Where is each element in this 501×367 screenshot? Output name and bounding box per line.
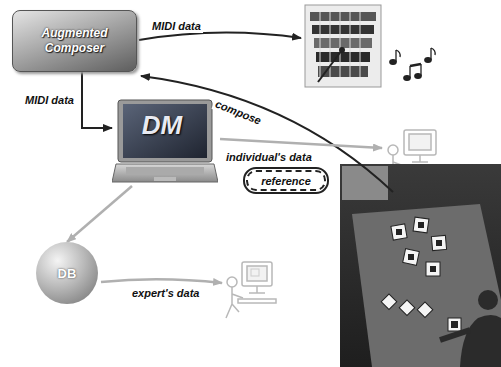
node-text: reference (261, 175, 311, 187)
node-text: Augmented Composer (30, 26, 120, 56)
connector-arrow (67, 186, 132, 242)
connector-label: MIDI data (23, 94, 76, 107)
laptop-node: DM (112, 98, 218, 188)
composer-box: Augmented Composer (12, 10, 137, 72)
instrument-picture (305, 5, 381, 87)
reference-tag: reference (246, 170, 326, 191)
node-text: DM (142, 110, 182, 141)
arrow-label: individual's data (224, 151, 314, 164)
music-notes (390, 48, 435, 80)
midi-arrow (139, 32, 301, 40)
tabletop-photo (340, 164, 501, 367)
connector-arrow (82, 72, 112, 128)
arrow-label: expert's data (130, 287, 201, 300)
arrow-label: compose (211, 97, 264, 129)
expert-data-arrow (101, 279, 222, 283)
arrow-label: MIDI data (150, 20, 203, 33)
database-sphere: DB (36, 242, 98, 304)
individual-data-arrow (220, 139, 382, 148)
user-computer-icon (226, 262, 276, 318)
node-text: DB (58, 266, 77, 281)
